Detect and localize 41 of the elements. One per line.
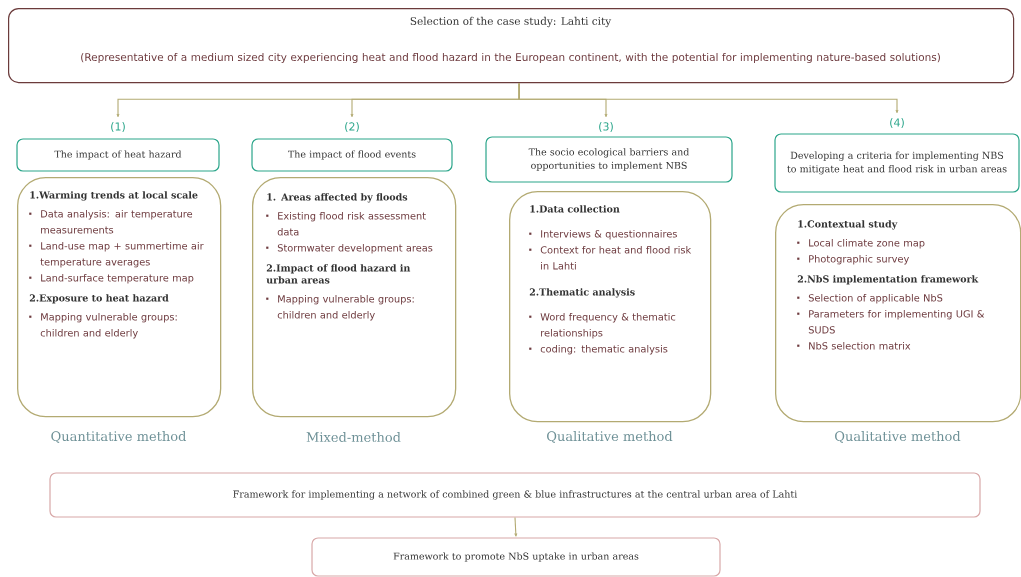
step-number: (4) (890, 118, 904, 128)
bullet-item: Local climate zone map (797, 238, 925, 249)
step-number: (1) (111, 122, 125, 132)
method-label: Mixed-method (306, 431, 401, 443)
bullet-item: Context for heat and flood risk in Lahti (529, 245, 692, 270)
method-label: Qualitative method (547, 431, 673, 443)
step-heading: 1.Data collection (530, 205, 620, 213)
step-heading: 1.Warming trends at local scale (30, 191, 198, 201)
bullet-item: Land-use map + summertime air temperature averages (29, 241, 204, 268)
bullet-item: Stormwater development areas (266, 243, 433, 254)
bullet-item: Interviews & questionnaires (529, 229, 677, 240)
framework-box: Framework to promote NbS uptake in urban areas (311, 537, 721, 577)
framework-box: Framework for implementing a network of combined green & blue infrastructures at the central urban area of Lahti (49, 472, 981, 518)
arrow (518, 82, 899, 114)
bullet-item: Parameters for implementing UGI & SUDS (797, 309, 985, 334)
heading-box: The socio ecological barriers and opportunities to implement NBS (485, 136, 733, 183)
bullet-item: Mapping vulnerable groups: children and elderly (266, 294, 414, 321)
bullet-item: Photographic survey (797, 254, 909, 265)
bullet-item: Existing flood risk assessment data (266, 211, 426, 236)
bullet-item: Mapping vulnerable groups: children and elderly (29, 312, 177, 339)
step-heading: 2.NbS implementation framework (797, 275, 979, 285)
heading-box: Developing a criteria for implementing NBS to mitigate heat and flood risk in urban areas (774, 133, 1020, 193)
step-heading: 1. Areas affected by floods (267, 193, 408, 203)
bullet-item: NbS selection matrix (797, 341, 911, 350)
title: Selection of the case study: Lahti city (410, 16, 612, 28)
heading-box: The impact of heat hazard (16, 138, 220, 172)
step-heading: 1.Contextual study (798, 220, 898, 230)
arrow (514, 517, 518, 537)
bullet-item: coding: thematic analysis (529, 344, 668, 355)
step-heading: 2.Thematic analysis (529, 288, 635, 298)
step-heading: 2.Exposure to heat hazard (29, 294, 169, 304)
bullet-item: Selection of applicable NbS (797, 293, 943, 304)
step-number: (3) (599, 122, 613, 132)
heading-box: The impact of flood events (251, 138, 453, 172)
method-label: Qualitative method (835, 431, 961, 443)
bullet-item: Data analysis: air temperature measurements (29, 209, 193, 234)
step-number: (2) (345, 122, 359, 132)
bullet-item: Land-surface temperature map (29, 273, 194, 284)
method-label: Quantitative method (51, 431, 187, 443)
step-heading: 2.Impact of flood hazard in urban areas (266, 264, 411, 284)
subtitle: (Representative of a medium sized city experiencing heat and flood hazard in the European continent, with the potential for implementing nature-based solutions) (81, 52, 940, 64)
